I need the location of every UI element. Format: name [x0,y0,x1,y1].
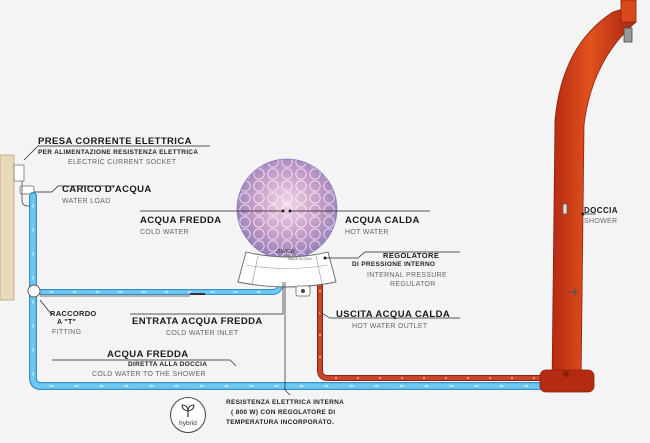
label-doccia: DOCCIA [584,206,618,215]
label-diretta-sub: DIRETTA ALLA DOCCIA [128,361,208,368]
leaf-icon [181,404,195,417]
label-regolatore-2: DI PRESSIONE INTERNO [352,261,436,268]
label-regolatore-en-2: REGULATOR [390,281,436,288]
label-hot-outlet: HOT WATER OUTLET [352,323,428,330]
label-presa-sub: PER ALIMENTAZIONE RESISTENZA ELETTRICA [38,149,199,156]
label-presa-en: ELECTRIC CURRENT SOCKET [68,159,177,166]
label-carico: CARICO D'ACQUA [62,184,152,195]
hot-water-pipe [317,280,540,381]
hybrid-label: hybrid [179,420,197,427]
hybrid-badge: hybrid [170,397,206,433]
shower-column [539,0,637,393]
water-tap [19,185,35,195]
tank-made-in: MADE IN ITALY [288,257,313,261]
label-raccordo: RACCORDO [50,309,97,318]
label-regolatore: REGOLATORE [383,251,440,260]
label-resistenza-2: ( 800 W) CON REGOLATORE DI [231,409,336,416]
tank-brand: JUNIOR [276,249,295,255]
label-presa-title: PRESA CORRENTE ELETTRICA [38,136,192,147]
mixer-tap [562,203,568,215]
label-cold-water: COLD WATER [140,229,189,236]
foot-wash-tap [568,288,578,296]
label-acqua-fredda: ACQUA FREDDA [140,215,222,226]
t-fitting [27,284,41,298]
label-cold-inlet: COLD WATER INLET [166,330,239,337]
label-acqua-calda: ACQUA CALDA [345,215,420,226]
label-entrata: ENTRATA ACQUA FREDDA [132,316,263,327]
electric-socket [13,164,25,182]
label-fitting: FITTING [52,329,82,336]
shower-head [623,27,633,43]
label-resistenza-1: RESISTENZA ELETTRICA INTERNA [226,399,345,406]
label-uscita: USCITA ACQUA CALDA [336,309,451,320]
leader-lines [23,145,596,396]
label-resistenza-3: TEMPERATURA INCORPORATO. [226,419,335,426]
label-carico-en: WATER LOAD [62,198,111,205]
label-raccordo-t: A "T" [57,319,77,326]
leader-dots [281,209,585,260]
electric-cable [21,181,190,297]
label-diretta-en: COLD WATER TO THE SHOWER [92,371,206,378]
label-shower: SHOWER [584,218,618,225]
label-regolatore-en: INTERNAL PRESSURE [367,272,447,279]
label-diretta-title: ACQUA FREDDA [107,349,189,360]
water-tank [236,158,338,297]
label-hot-water: HOT WATER [345,229,389,236]
wall [0,154,15,301]
